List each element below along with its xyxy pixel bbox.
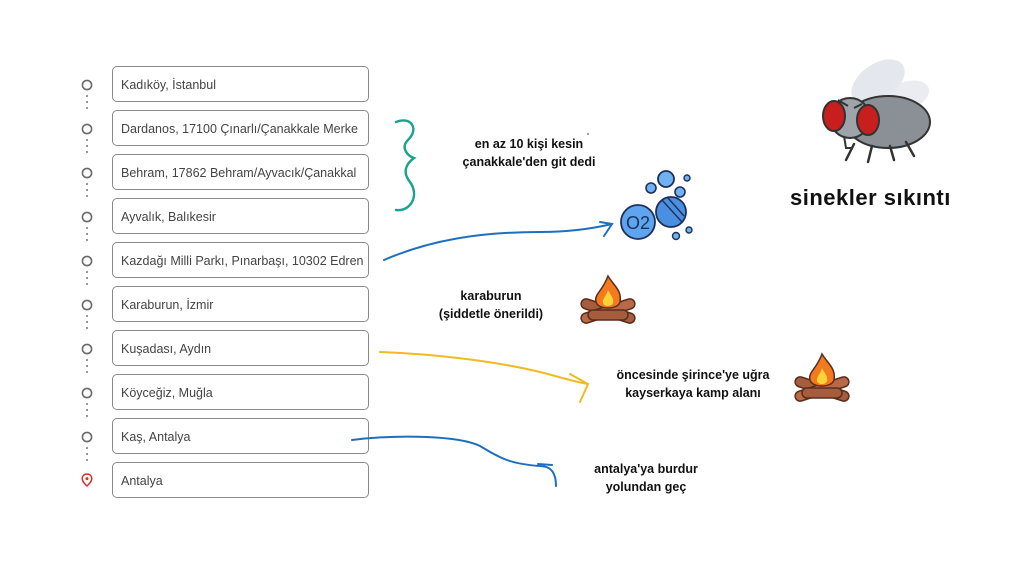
stop-circle-icon — [81, 79, 93, 91]
note-line: karaburun — [460, 289, 522, 303]
stop-circle-icon — [81, 299, 93, 311]
route-connector — [86, 139, 88, 157]
stop-row: Kadıköy, İstanbul — [78, 66, 378, 102]
stop-input-text: Kaş, Antalya — [121, 430, 191, 444]
stop-circle-icon — [81, 255, 93, 267]
campfire-icon — [794, 352, 850, 402]
stop-circle-icon — [81, 211, 93, 223]
stop-row: Karaburun, İzmir — [78, 286, 378, 322]
arrow-to-oxygen — [383, 223, 613, 261]
route-connector — [86, 227, 88, 245]
route-connector — [86, 95, 88, 113]
stop-input-1[interactable]: Kadıköy, İstanbul — [112, 66, 369, 102]
stop-row: Antalya — [78, 462, 378, 498]
stop-input-text: Kazdağı Milli Parkı, Pınarbaşı, 10302 Ed… — [121, 254, 364, 268]
note-line: antalya'ya burdur — [594, 462, 698, 476]
note-antalya: antalya'ya burdur yolundan geç — [576, 460, 716, 496]
route-connector — [86, 183, 88, 201]
stop-input-text: Ayvalık, Balıkesir — [121, 210, 216, 224]
note-line: çanakkale'den git dedi — [462, 155, 596, 169]
note-karaburun: karaburun (şiddetle önerildi) — [426, 287, 556, 323]
stop-circle-icon — [81, 387, 93, 399]
stop-row: Köyceğiz, Muğla — [78, 374, 378, 410]
stop-input-5[interactable]: Kazdağı Milli Parkı, Pınarbaşı, 10302 Ed… — [112, 242, 369, 278]
stop-row: Kuşadası, Aydın — [78, 330, 378, 366]
stop-row: Kazdağı Milli Parkı, Pınarbaşı, 10302 Ed… — [78, 242, 378, 278]
route-connector — [86, 359, 88, 377]
stop-input-text: Köyceğiz, Muğla — [121, 386, 213, 400]
stop-row: Behram, 17862 Behram/Ayvacık/Çanakkal — [78, 154, 378, 190]
stop-input-text: Dardanos, 17100 Çınarlı/Çanakkale Merke — [121, 122, 358, 136]
stop-row: Ayvalık, Balıkesir — [78, 198, 378, 234]
note-line: en az 10 kişi kesin — [474, 137, 584, 151]
arrow-kas — [351, 435, 557, 487]
stop-input-text: Kuşadası, Aydın — [121, 342, 212, 356]
note-canakkale: en az 10 kişi kesin çanakkale'den git de… — [444, 135, 614, 171]
stop-input-text: Karaburun, İzmir — [121, 298, 214, 312]
stop-input-2[interactable]: Dardanos, 17100 Çınarlı/Çanakkale Merke — [112, 110, 369, 146]
oxygen-bubbles-icon: O2 — [620, 170, 693, 241]
fly-caption: sinekler sıkıntı — [790, 185, 951, 210]
stop-row: Dardanos, 17100 Çınarlı/Çanakkale Merke — [78, 110, 378, 146]
stop-circle-icon — [81, 167, 93, 179]
route-connector — [86, 403, 88, 421]
note-sirince: öncesinde şirince'ye uğra kayserkaya kam… — [598, 366, 788, 402]
stop-input-text: Behram, 17862 Behram/Ayvacık/Çanakkal — [121, 166, 357, 180]
stop-input-6[interactable]: Karaburun, İzmir — [112, 286, 369, 322]
note-line: kayserkaya kamp alanı — [625, 386, 761, 400]
fly-icon — [822, 59, 931, 164]
stop-row: Kaş, Antalya — [78, 418, 378, 454]
route-connector — [86, 447, 88, 465]
stop-circle-icon — [81, 123, 93, 135]
stop-input-8[interactable]: Köyceğiz, Muğla — [112, 374, 369, 410]
destination-input[interactable]: Antalya — [112, 462, 369, 498]
route-connector — [86, 315, 88, 333]
note-line: yolundan geç — [605, 480, 687, 494]
note-line: (şiddetle önerildi) — [438, 307, 544, 321]
stop-input-4[interactable]: Ayvalık, Balıkesir — [112, 198, 369, 234]
stop-input-text: Kadıköy, İstanbul — [121, 78, 216, 92]
campfire-icon — [580, 274, 636, 324]
stop-input-text: Antalya — [121, 474, 163, 488]
stop-circle-icon — [81, 343, 93, 355]
route-stop-list: Kadıköy, İstanbul Dardanos, 17100 Çınarl… — [78, 66, 378, 500]
stop-input-9[interactable]: Kaş, Antalya — [112, 418, 369, 454]
note-line: öncesinde şirince'ye uğra — [616, 368, 770, 382]
oxygen-label: O2 — [626, 213, 650, 233]
destination-pin-icon — [81, 473, 93, 487]
teal-brace — [394, 119, 417, 212]
stop-input-7[interactable]: Kuşadası, Aydın — [112, 330, 369, 366]
stop-circle-icon — [81, 431, 93, 443]
arrow-kusadasi — [379, 351, 589, 385]
route-connector — [86, 271, 88, 289]
stop-input-3[interactable]: Behram, 17862 Behram/Ayvacık/Çanakkal — [112, 154, 369, 190]
